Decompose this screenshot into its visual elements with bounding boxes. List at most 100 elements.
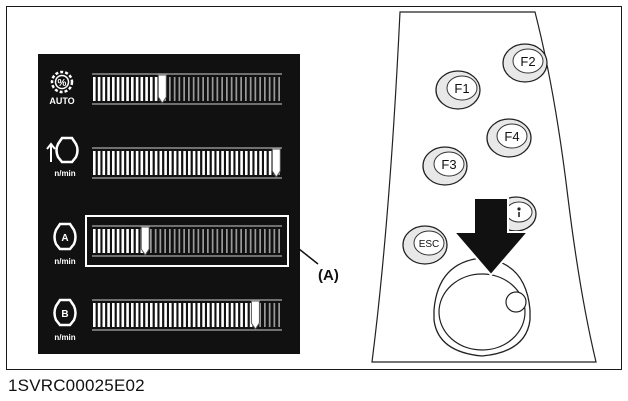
- bar-segment-filled: [226, 303, 229, 327]
- f2-label: F2: [520, 54, 535, 69]
- bar-segment-filled: [230, 303, 234, 327]
- bar-segment-filled: [150, 77, 153, 101]
- bar-segment-empty: [249, 229, 252, 253]
- bar-segment-filled: [126, 229, 129, 253]
- dial-grip: [505, 291, 527, 313]
- bar-segment-filled: [240, 151, 243, 175]
- bar-segment-filled: [197, 303, 201, 327]
- f2-key[interactable]: F2: [502, 43, 548, 83]
- bar-segment-filled: [221, 303, 224, 327]
- bar-segment-empty: [249, 77, 252, 101]
- bar-segment-filled: [145, 303, 148, 327]
- f3-key[interactable]: F3: [422, 146, 468, 186]
- f4-key[interactable]: F4: [486, 118, 532, 158]
- bar-segment-filled: [145, 151, 148, 175]
- bar-segment-empty: [235, 77, 238, 101]
- n-min-label: n/min: [54, 257, 75, 266]
- bar-segment-filled: [150, 303, 153, 327]
- bar-segment-filled: [93, 229, 96, 253]
- bar-segment-filled: [131, 303, 134, 327]
- engine-speed-max-icon: n/min: [46, 136, 79, 178]
- level-bar: [92, 225, 282, 257]
- bar-segment-empty: [183, 229, 185, 253]
- bar-segment-filled: [254, 151, 258, 175]
- bar-segment-empty: [268, 303, 271, 327]
- bar-group: [92, 73, 282, 331]
- bar-segment-empty: [150, 229, 152, 253]
- info-icon: [517, 207, 521, 211]
- bar-segment-empty: [154, 229, 157, 253]
- bar-segment-filled: [102, 303, 106, 327]
- bar-segment-empty: [226, 229, 228, 253]
- bar-segment-filled: [259, 151, 262, 175]
- n-min-label: n/min: [54, 169, 75, 178]
- esc-label: ESC: [419, 239, 440, 250]
- bar-segment-empty: [192, 77, 195, 101]
- level-bar: [92, 299, 282, 331]
- bar-segment-empty: [278, 77, 280, 101]
- bar-segment-empty: [226, 77, 228, 101]
- bar-segment-empty: [211, 229, 214, 253]
- bar-segment-filled: [121, 303, 125, 327]
- bar-segment-filled: [202, 303, 205, 327]
- bar-segment-empty: [273, 229, 276, 253]
- bar-segment-filled: [102, 151, 106, 175]
- bar-segment-filled: [116, 229, 120, 253]
- bar-segment-empty: [259, 77, 261, 101]
- bar-segment-filled: [207, 303, 210, 327]
- bar-segment-empty: [192, 229, 195, 253]
- bar-segment-filled: [121, 151, 125, 175]
- press-arrow-icon: [451, 197, 531, 277]
- bar-segment-filled: [159, 303, 163, 327]
- bar-segment-filled: [126, 303, 129, 327]
- level-marker: [157, 74, 167, 104]
- bar-segment-filled: [221, 151, 224, 175]
- bar-segment-filled: [107, 77, 110, 101]
- bar-segment-filled: [169, 303, 172, 327]
- a-glyph: A: [61, 233, 68, 244]
- bar-segment-empty: [197, 229, 200, 253]
- bar-segment-filled: [140, 77, 144, 101]
- bar-segment-empty: [278, 229, 280, 253]
- bar-segment-filled: [112, 229, 115, 253]
- bar-segment-empty: [173, 77, 176, 101]
- f1-label: F1: [454, 81, 469, 96]
- bar-segment-filled: [173, 303, 177, 327]
- bar-segment-filled: [121, 77, 125, 101]
- bar-segment-filled: [93, 77, 96, 101]
- bar-segment-filled: [173, 151, 177, 175]
- bar-segment-filled: [116, 303, 120, 327]
- bar-segment-filled: [112, 151, 115, 175]
- bar-segment-empty: [264, 303, 266, 327]
- bar-segment-filled: [116, 151, 120, 175]
- bar-segment-filled: [140, 303, 144, 327]
- bar-segment-empty: [188, 229, 190, 253]
- bar-segment-empty: [221, 77, 223, 101]
- bar-segment-filled: [240, 303, 243, 327]
- bar-segment-filled: [245, 303, 248, 327]
- bar-segment-filled: [126, 151, 129, 175]
- bar-segment-filled: [131, 77, 134, 101]
- bar-segment-filled: [135, 229, 139, 253]
- bar-segment-filled: [135, 151, 139, 175]
- esc-key[interactable]: ESC: [402, 225, 448, 265]
- bar-segment-empty: [207, 77, 209, 101]
- bar-segment-filled: [211, 151, 215, 175]
- bar-segment-filled: [245, 151, 248, 175]
- engine-speed-b-icon: B n/min: [53, 298, 77, 342]
- f1-key[interactable]: F1: [435, 70, 481, 110]
- bar-segment-empty: [178, 77, 181, 101]
- engine-speed-a-icon: A n/min: [53, 222, 77, 266]
- bar-segment-filled: [102, 77, 106, 101]
- bar-segment-filled: [107, 229, 110, 253]
- bar-segment-empty: [254, 229, 257, 253]
- percent-glyph: %: [58, 78, 67, 89]
- level-bar: [92, 147, 282, 179]
- bar-segment-filled: [135, 303, 139, 327]
- bar-segment-filled: [226, 151, 229, 175]
- bar-segment-filled: [235, 151, 239, 175]
- jog-dial[interactable]: [433, 257, 531, 357]
- bar-segment-filled: [169, 151, 172, 175]
- f3-label: F3: [441, 157, 456, 172]
- bar-segment-empty: [273, 77, 276, 101]
